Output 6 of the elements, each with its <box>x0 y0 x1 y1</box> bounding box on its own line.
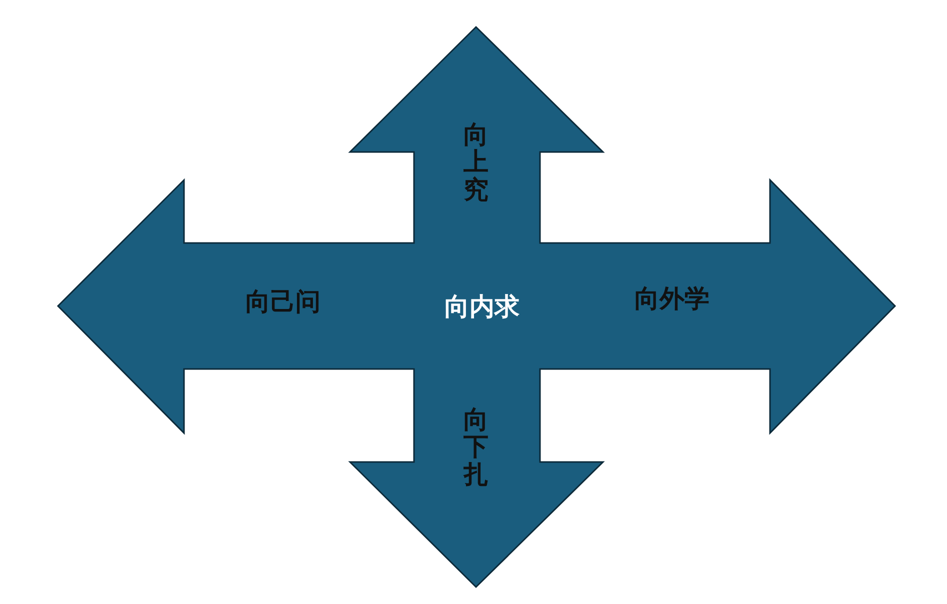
arrow-label: 向外学 <box>634 286 710 314</box>
arrow-label: 向下扎 <box>464 406 488 489</box>
arrow-label: 向己问 <box>246 289 320 316</box>
four-way-arrow <box>58 27 896 588</box>
arrow-label: 向内求 <box>444 294 520 322</box>
arrow-label: 向上究 <box>464 122 488 204</box>
